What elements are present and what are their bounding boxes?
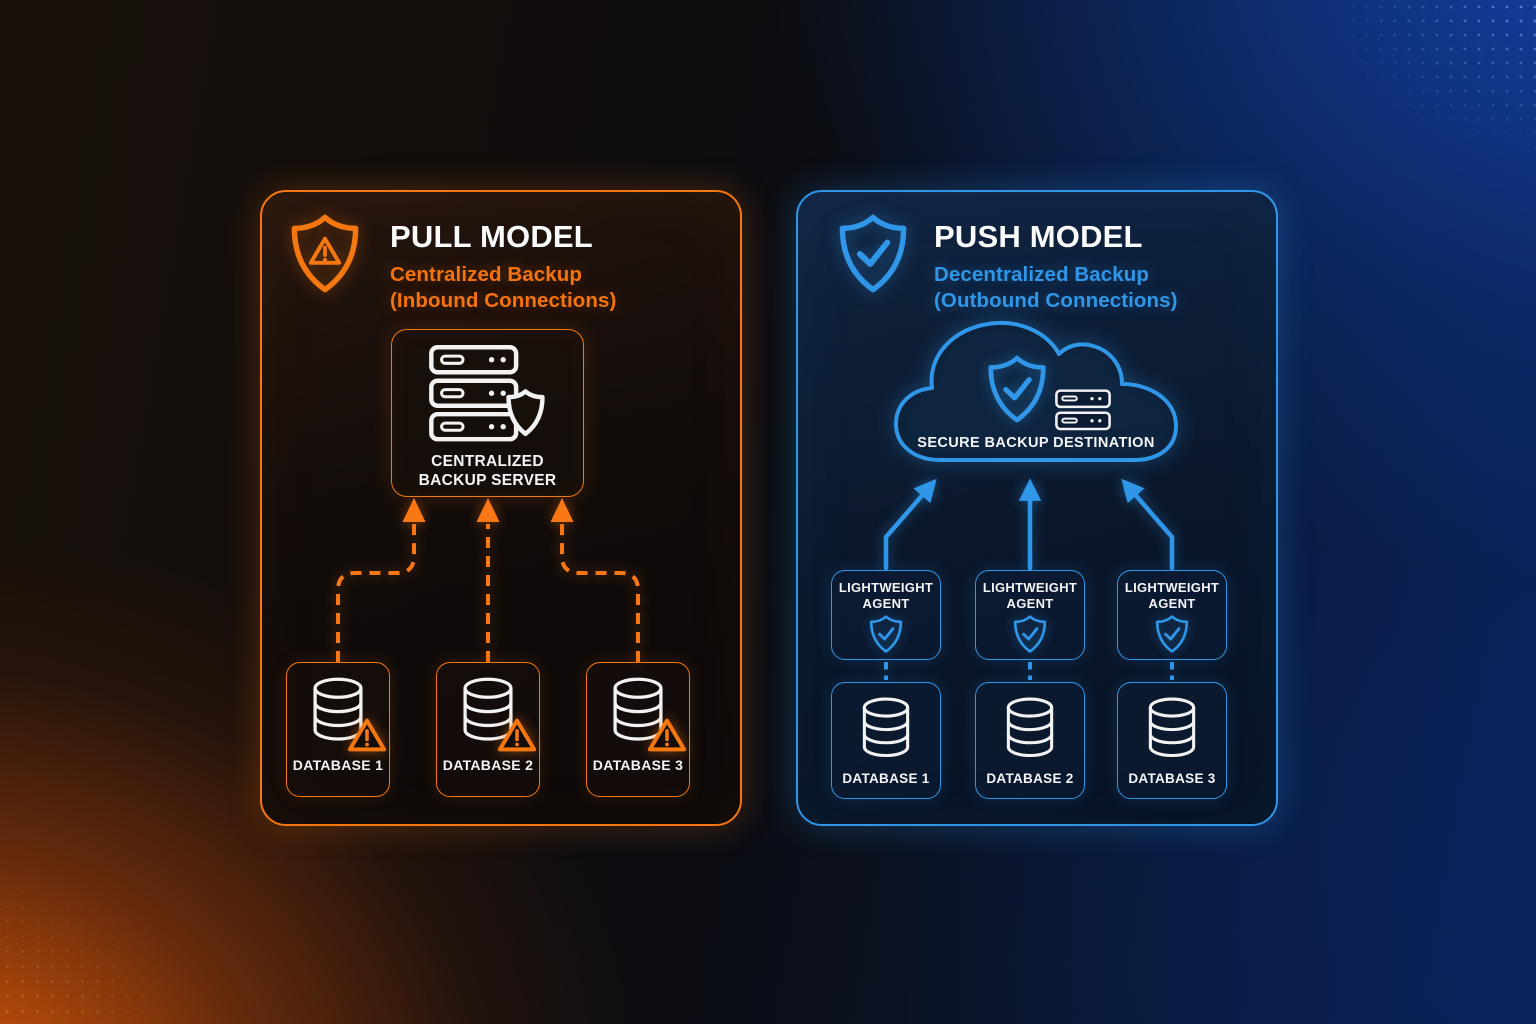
pull-database-2-box: DATABASE 2 xyxy=(436,662,540,797)
pull-database-3-box: DATABASE 3 xyxy=(586,662,690,797)
pull-database-2-label: DATABASE 2 xyxy=(442,757,534,773)
pull-model-title: PULL MODEL xyxy=(390,219,593,254)
pull-model-subtitle-line1: Centralized Backup xyxy=(390,263,583,286)
warning-triangle-icon xyxy=(347,717,387,753)
shield-warning-icon xyxy=(290,214,360,293)
push-database-2-box: DATABASE 2 xyxy=(975,682,1085,799)
pull-database-3-label: DATABASE 3 xyxy=(592,757,684,773)
agent-3-label-line2: AGENT xyxy=(1148,596,1196,611)
warning-triangle-icon xyxy=(647,717,687,753)
pull-model-subtitle-line2: (Inbound Connections) xyxy=(390,288,617,312)
database-icon xyxy=(855,696,917,764)
push-model-subtitle-line1: Decentralized Backup xyxy=(934,263,1150,286)
push-database-1-label: DATABASE 1 xyxy=(842,771,930,786)
server-label-line1: CENTRALIZED xyxy=(431,453,544,470)
push-model-panel: PUSH MODEL Decentralized Backup (Outboun… xyxy=(796,190,1278,826)
agent-shield-check-icon xyxy=(1013,615,1047,653)
agent-shield-check-icon xyxy=(869,615,903,653)
server-stack-shield-icon xyxy=(425,345,551,445)
server-label-line2: BACKUP SERVER xyxy=(418,472,557,489)
cloud-label: SECURE BACKUP DESTINATION xyxy=(917,435,1155,451)
pull-model-header: PULL MODEL Centralized Backup (Inbound C… xyxy=(390,219,616,313)
push-model-title: PUSH MODEL xyxy=(934,219,1143,254)
centralized-backup-server-box: CENTRALIZED BACKUP SERVER xyxy=(391,329,584,497)
shield-check-icon xyxy=(838,214,908,293)
push-database-2-label: DATABASE 2 xyxy=(986,771,1074,786)
push-model-subtitle-line2: (Outbound Connections) xyxy=(934,288,1178,312)
lightweight-agent-3-box: LIGHTWEIGHT AGENT xyxy=(1117,570,1227,660)
agent-shield-check-icon xyxy=(1155,615,1189,653)
agent-2-label-line2: AGENT xyxy=(1006,596,1054,611)
push-database-3-box: DATABASE 3 xyxy=(1117,682,1227,799)
pull-database-1-label: DATABASE 1 xyxy=(292,757,384,773)
database-icon xyxy=(1141,696,1203,764)
database-icon xyxy=(305,676,371,748)
server-box-label: CENTRALIZED BACKUP SERVER xyxy=(419,452,557,490)
agent-1-label-line2: AGENT xyxy=(862,596,910,611)
lightweight-agent-1-box: LIGHTWEIGHT AGENT xyxy=(831,570,941,660)
push-database-3-label: DATABASE 3 xyxy=(1128,771,1216,786)
agent-3-label-line1: LIGHTWEIGHT xyxy=(1124,580,1220,595)
agent-1-label-line1: LIGHTWEIGHT xyxy=(838,580,934,595)
cloud-server-icon xyxy=(1055,389,1111,432)
pull-model-panel: PULL MODEL Centralized Backup (Inbound C… xyxy=(260,190,742,826)
pull-database-1-box: DATABASE 1 xyxy=(286,662,390,797)
database-icon xyxy=(455,676,521,748)
cloud-shield-check-icon xyxy=(987,352,1047,426)
agent-2-label-line1: LIGHTWEIGHT xyxy=(982,580,1078,595)
lightweight-agent-2-box: LIGHTWEIGHT AGENT xyxy=(975,570,1085,660)
database-icon xyxy=(999,696,1061,764)
push-model-header: PUSH MODEL Decentralized Backup (Outboun… xyxy=(934,219,1178,313)
push-database-1-box: DATABASE 1 xyxy=(831,682,941,799)
database-icon xyxy=(605,676,671,748)
corner-dots-decoration-bottom-left xyxy=(0,794,300,1024)
warning-triangle-icon xyxy=(497,717,537,753)
